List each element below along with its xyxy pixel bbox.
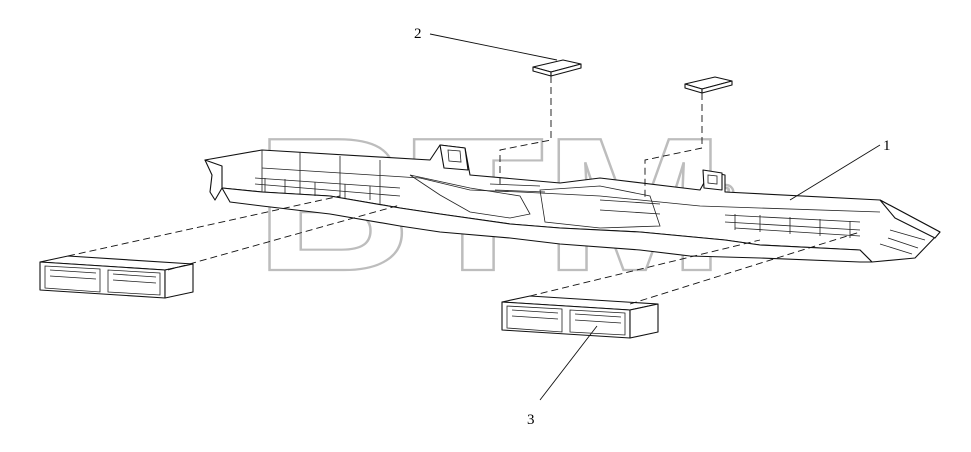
part-2-cover-left <box>532 59 582 77</box>
callout-2: 2 <box>414 26 422 42</box>
leader-2 <box>429 33 558 61</box>
part-3-vent-right <box>501 295 659 339</box>
assembly-dash-lines <box>67 76 861 305</box>
leader-1 <box>789 144 881 201</box>
callout-3: 3 <box>527 412 535 428</box>
part-1-duct-assembly <box>204 144 941 263</box>
leader-lines <box>429 33 881 401</box>
leader-3 <box>539 325 598 401</box>
callout-1: 1 <box>883 138 891 154</box>
part-2-cover-right <box>684 76 733 94</box>
part-3-vent-left <box>39 255 194 299</box>
